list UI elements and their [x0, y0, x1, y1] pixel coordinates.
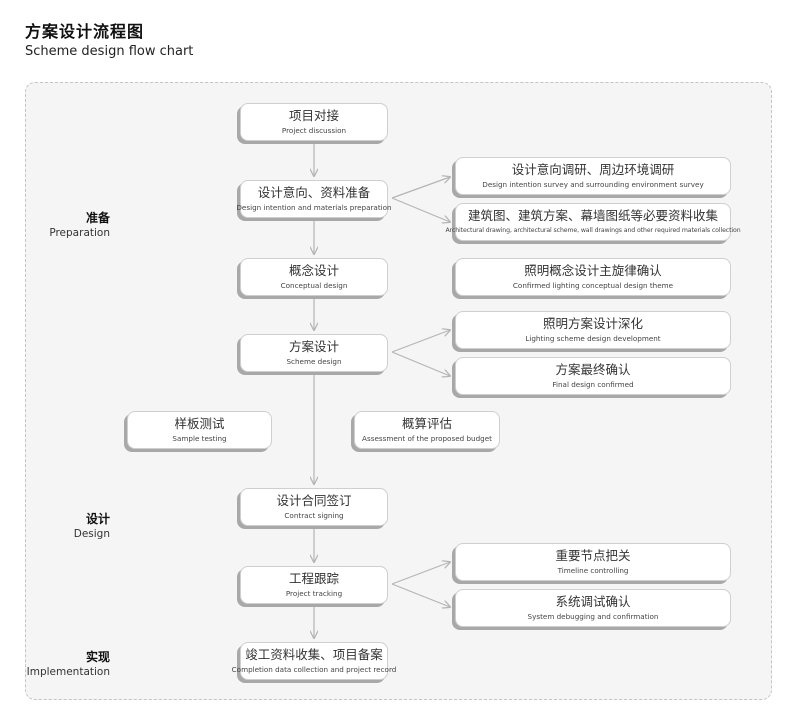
- node-label-zh: 照明方案设计深化: [542, 316, 643, 331]
- node-project-tracking: 工程跟踪 Project tracking: [240, 566, 388, 604]
- node-label-zh: 概念设计: [288, 263, 339, 278]
- node-label-en: Project tracking: [285, 589, 343, 598]
- node-label-en: Project discussion: [281, 126, 347, 135]
- node-label-zh: 照明概念设计主旋律确认: [524, 263, 662, 278]
- arrow-intention-to-survey: [391, 177, 450, 199]
- node-label-en: Design intention survey and surrounding …: [482, 180, 704, 189]
- node-label-zh: 项目对接: [288, 108, 339, 123]
- phase-design-zh: 设计: [85, 512, 110, 526]
- phase-preparation-zh: 准备: [85, 211, 110, 225]
- node-label-en: Design intention and materials preparati…: [236, 203, 392, 212]
- phase-preparation-en: Preparation: [49, 227, 110, 239]
- node-scheme-design: 方案设计 Scheme design: [240, 334, 388, 372]
- node-label-zh: 方案最终确认: [555, 362, 631, 377]
- node-system-debugging: 系统调试确认 System debugging and confirmation: [455, 589, 731, 627]
- node-label-en: Assessment of the proposed budget: [362, 434, 492, 443]
- phase-design-en: Design: [73, 528, 110, 540]
- node-label-en: Scheme design: [286, 357, 342, 366]
- node-label-en: Lighting scheme design development: [525, 334, 661, 343]
- arrow-scheme-to-development: [391, 330, 450, 353]
- arrow-tracking-to-timeline: [391, 562, 450, 585]
- phase-implementation: 实现 Implementation: [0, 650, 110, 679]
- node-budget-assessment: 概算评估 Assessment of the proposed budget: [354, 411, 500, 449]
- node-label-zh: 概算评估: [401, 416, 452, 431]
- phase-design: 设计 Design: [0, 512, 110, 541]
- node-sample-testing: 样板测试 Sample testing: [127, 411, 272, 449]
- arrow-scheme-to-final: [391, 351, 450, 376]
- node-label-en: Timeline controlling: [557, 566, 629, 575]
- node-survey: 设计意向调研、周边环境调研 Design intention survey an…: [455, 157, 731, 195]
- node-label-zh: 设计意向调研、周边环境调研: [511, 162, 675, 177]
- node-label-zh: 方案设计: [288, 339, 339, 354]
- node-design-intention: 设计意向、资料准备 Design intention and materials…: [236, 180, 392, 218]
- arrow-tracking-to-debugging: [391, 583, 450, 607]
- node-label-zh: 系统调试确认: [555, 594, 631, 609]
- node-materials-collection: 建筑图、建筑方案、幕墙图纸等必要资料收集 Architectural drawi…: [445, 203, 741, 241]
- node-label-zh: 竣工资料收集、项目备案: [245, 647, 383, 662]
- node-label-zh: 设计合同签订: [276, 493, 352, 508]
- node-label-en: Completion data collection and project r…: [231, 665, 397, 674]
- node-label-zh: 工程跟踪: [288, 571, 339, 586]
- node-label-en: Conceptual design: [280, 281, 348, 290]
- node-completion: 竣工资料收集、项目备案 Completion data collection a…: [232, 642, 396, 680]
- node-label-en: System debugging and confirmation: [527, 612, 659, 621]
- page-subtitle: Scheme design flow chart: [25, 44, 194, 59]
- node-label-en: Sample testing: [172, 434, 227, 443]
- node-label-en: Architectural drawing, architectural sch…: [445, 227, 741, 234]
- node-lighting-development: 照明方案设计深化 Lighting scheme design developm…: [455, 311, 731, 349]
- node-timeline-control: 重要节点把关 Timeline controlling: [455, 543, 731, 581]
- node-label-zh: 样板测试: [174, 416, 225, 431]
- node-label-zh: 设计意向、资料准备: [257, 185, 371, 200]
- arrow-intention-to-materials: [391, 197, 450, 222]
- node-label-zh: 重要节点把关: [555, 548, 631, 563]
- node-final-confirmed: 方案最终确认 Final design confirmed: [455, 357, 731, 395]
- phase-implementation-zh: 实现: [85, 650, 110, 664]
- phase-implementation-en: Implementation: [26, 666, 110, 678]
- node-contract-signing: 设计合同签订 Contract signing: [240, 488, 388, 526]
- node-label-en: Confirmed lighting conceptual design the…: [512, 281, 674, 290]
- node-label-zh: 建筑图、建筑方案、幕墙图纸等必要资料收集: [467, 208, 718, 223]
- node-conceptual-design: 概念设计 Conceptual design: [240, 258, 388, 296]
- page-title: 方案设计流程图: [25, 22, 145, 41]
- node-label-en: Contract signing: [284, 511, 344, 520]
- node-lighting-theme: 照明概念设计主旋律确认 Confirmed lighting conceptua…: [455, 258, 731, 296]
- node-project-discussion: 项目对接 Project discussion: [240, 103, 388, 141]
- phase-preparation: 准备 Preparation: [0, 211, 110, 240]
- node-label-en: Final design confirmed: [552, 380, 634, 389]
